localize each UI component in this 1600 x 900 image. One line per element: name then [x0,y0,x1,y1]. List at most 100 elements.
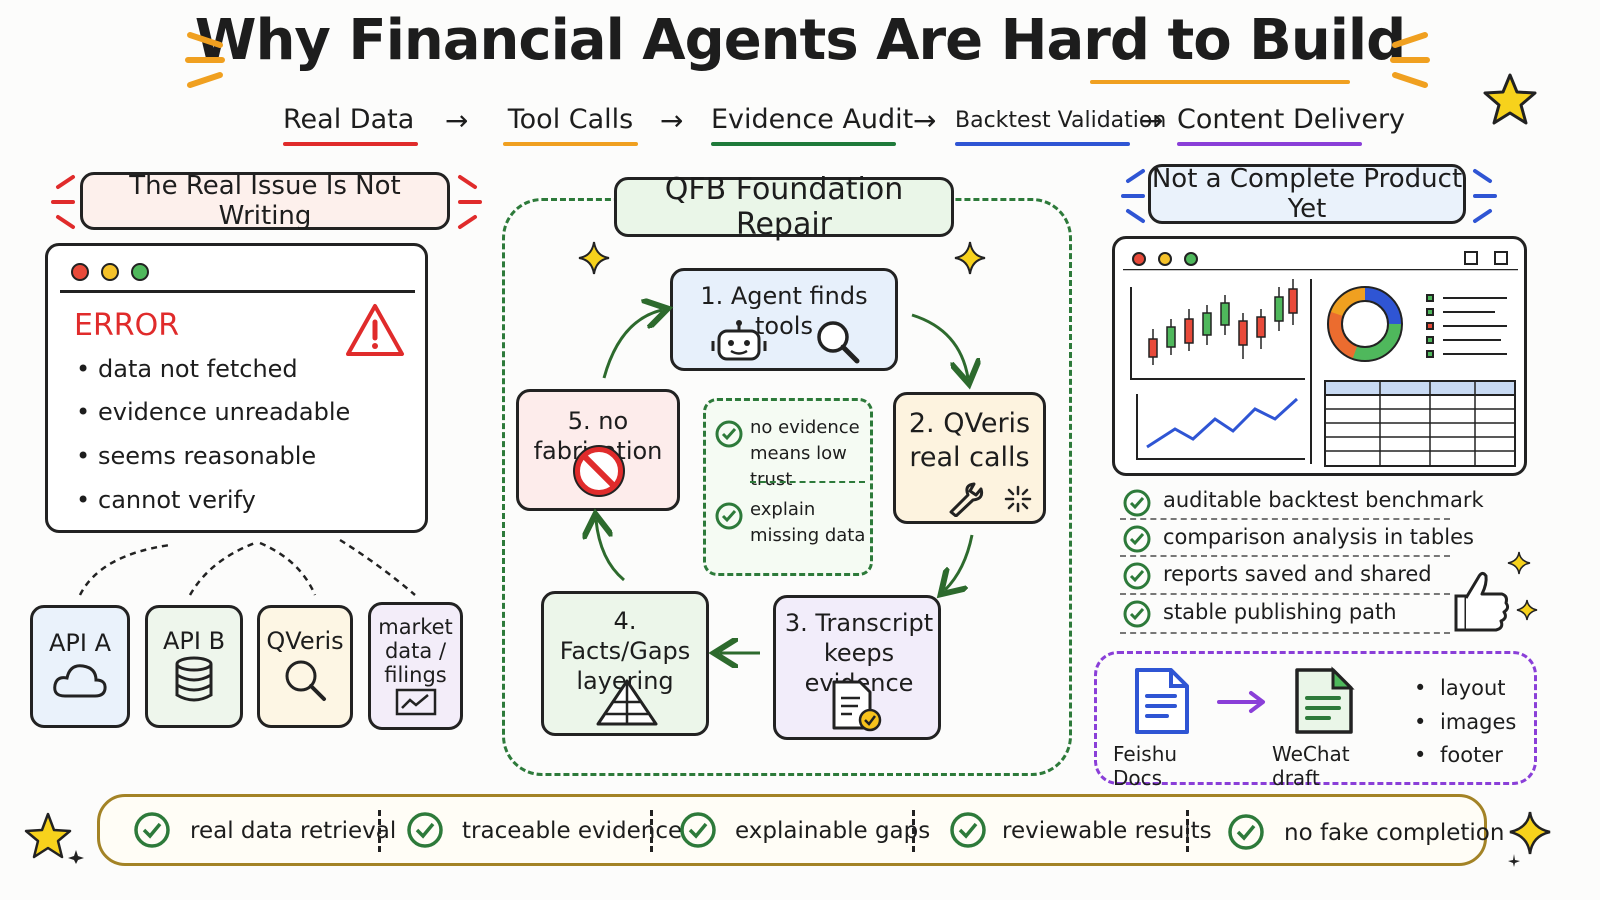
sparkle-icon [1507,551,1531,575]
pipeline-underline-orange [503,142,638,146]
error-window: ERROR [45,243,428,533]
check-divider [1120,632,1450,634]
principles-bar [97,794,1487,866]
emphasis-left-icon [51,175,75,229]
sparkle-left-icon [185,32,225,88]
arrow-right-icon: → [660,104,684,137]
check-divider [1120,555,1450,557]
source-market-data: market data / filings [368,602,463,730]
source-label: market data / filings [378,614,453,688]
delivery-item: footer [1414,743,1503,767]
pipeline-real-data: Real Data [283,104,415,135]
principle-divider [650,810,653,852]
pipeline-backtest-validation: Backtest Validation [955,108,1167,133]
check-circle-icon [1123,525,1151,553]
error-item: evidence unreadable [76,398,350,426]
step-3-box: 3. Transcript keeps evidence [773,595,941,740]
window-controls-icon [1132,251,1508,266]
error-item: data not fetched [76,355,298,383]
rule-divider [750,481,865,483]
prohibited-icon [573,445,625,497]
check-circle-icon [680,812,716,848]
emphasis-left-icon [1121,169,1145,223]
cloud-icon [53,664,107,698]
check-item: stable publishing path [1163,600,1397,624]
check-circle-icon [407,812,443,848]
check-circle-icon [715,420,743,448]
step-4-box: 4. Facts/Gaps layering [541,591,709,736]
pipeline-evidence-audit: Evidence Audit [711,104,914,135]
dashboard-illustration [1123,269,1518,467]
principle-divider [378,810,381,852]
principle-item: explainable gaps [735,818,931,844]
delivery-item: images [1414,710,1516,734]
arrow-right-icon: → [445,104,469,137]
pyramid-icon [596,679,658,726]
principle-divider [1186,810,1189,852]
check-item: reports saved and shared [1163,562,1432,586]
page-title: Why Financial Agents Are Hard to Build [194,8,1406,73]
check-circle-icon [1123,562,1151,590]
sparkle-icon [1516,599,1538,621]
delivery-to-label: WeChat draft [1272,742,1350,790]
source-label: API A [48,629,111,658]
search-icon [817,321,860,364]
spark-icon [1004,485,1032,513]
warning-icon [346,304,404,356]
pipeline-content-delivery: Content Delivery [1177,104,1406,135]
principle-item: real data retrieval [190,818,397,844]
center-heading: QFB Foundation Repair [614,172,954,242]
check-circle-icon [715,502,743,530]
source-label: QVeris [266,626,344,655]
search-icon [285,660,326,702]
check-item: auditable backtest benchmark [1163,488,1484,512]
star-icon [1483,73,1537,125]
chart-line-icon [395,688,436,716]
document-green-icon [1295,666,1355,734]
source-api-b: API B [145,605,243,728]
check-circle-icon [950,812,986,848]
right-heading: Not a Complete Product Yet [1148,164,1466,224]
source-label: API B [162,626,226,655]
star-icon [1508,811,1551,867]
arrow-right-icon [1217,691,1265,713]
emphasis-right-icon [458,175,482,229]
principle-divider [912,810,915,852]
check-circle-icon [1228,814,1264,850]
dashboard-window [1112,236,1527,476]
step-label: 2. QVeris real calls [908,408,1031,473]
arrow-right-icon: → [913,104,937,137]
error-title: ERROR [74,308,180,343]
check-circle-icon [1123,489,1151,517]
left-heading: The Real Issue Is Not Writing [80,171,450,231]
pipeline-underline-green [711,142,896,146]
delivery-item: layout [1414,676,1505,700]
check-divider [1120,518,1450,520]
pipeline-underline-red [283,142,418,146]
delivery-box: Feishu Docs WeChat draft [1094,651,1537,790]
title-underline [1090,80,1350,84]
sparkle-icon [954,241,986,275]
check-divider [1120,593,1450,595]
document-check-icon [832,680,882,732]
cycle-arrows [560,270,1020,690]
robot-icon [711,320,767,361]
thumbs-up-icon [1454,571,1510,632]
star-icon [24,812,84,864]
emphasis-right-icon [1473,169,1497,223]
step-2-box: 2. QVeris real calls [893,392,1046,524]
rules-box: no evidence means low trust explain miss… [703,398,873,576]
sparkle-right-icon [1390,32,1430,88]
pipeline-tool-calls: Tool Calls [507,104,634,135]
step-1-box: 1. Agent finds tools [670,268,898,371]
document-blue-icon [1135,668,1189,734]
source-qveris: QVeris [257,605,353,728]
arrow-right-icon: → [1140,104,1164,137]
window-divider [60,290,415,293]
pipeline-underline-purple [1177,142,1362,146]
check-item: comparison analysis in tables [1163,525,1474,549]
error-item: seems reasonable [76,442,316,470]
principle-item: no fake completion [1284,820,1505,846]
step-5-box: 5. no fabrication [516,389,680,511]
source-api-a: API A [30,605,130,728]
